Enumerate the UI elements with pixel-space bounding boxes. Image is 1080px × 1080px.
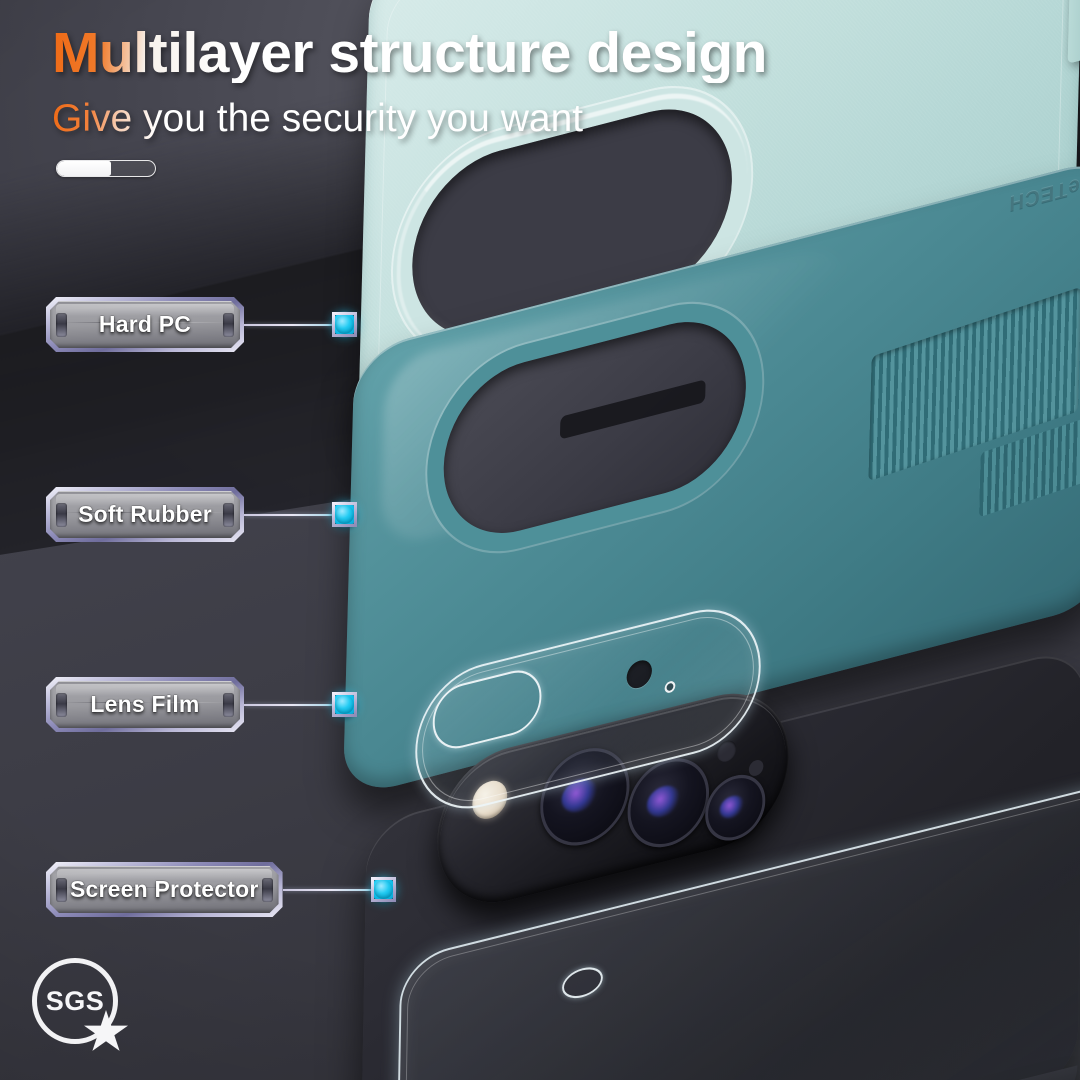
callout-lens-film[interactable]: Lens Film — [46, 677, 358, 732]
callout-leader-line-lens-film — [244, 703, 332, 706]
callout-label-screen-protector: Screen Protector — [70, 876, 259, 902]
plaque-stud-right-icon — [223, 313, 234, 337]
plaque-stud-left-icon — [56, 693, 67, 717]
plaque-stud-left-icon — [56, 313, 67, 337]
callout-soft-rubber[interactable]: Soft Rubber — [46, 487, 358, 542]
page-title: Multilayer structure design — [52, 21, 768, 85]
plaque-stud-right-icon — [262, 878, 273, 902]
progress-indicator-fill — [57, 161, 111, 177]
callout-node-soft-rubber[interactable] — [331, 501, 358, 528]
sgs-certification-badge: SGS — [32, 958, 128, 1054]
plaque-stud-left-icon — [56, 503, 67, 527]
hard-pc-side-tab — [1067, 0, 1080, 64]
callout-hard-pc[interactable]: Hard PC — [46, 297, 358, 352]
callout-plaque-hard-pc[interactable]: Hard PC — [46, 297, 244, 352]
header-block: Multilayer structure design Give you the… — [52, 21, 768, 178]
callout-plaque-inner: Soft Rubber — [50, 491, 240, 538]
callout-plaque-soft-rubber[interactable]: Soft Rubber — [46, 487, 244, 542]
callout-label-soft-rubber: Soft Rubber — [78, 501, 212, 527]
callout-node-screen-protector[interactable] — [369, 876, 397, 903]
callout-plaque-inner: Lens Film — [50, 681, 240, 728]
sgs-badge-text: SGS — [45, 985, 105, 1016]
plaque-stud-right-icon — [223, 503, 234, 527]
callout-label-lens-film: Lens Film — [90, 691, 200, 717]
callout-node-hard-pc[interactable] — [331, 311, 358, 338]
callout-plaque-inner: Hard PC — [50, 301, 240, 348]
plaque-stud-right-icon — [223, 693, 234, 717]
callout-leader-line-hard-pc — [244, 323, 332, 326]
callout-leader-line-screen-protector — [282, 888, 371, 891]
progress-indicator — [56, 160, 156, 178]
callout-screen-protector[interactable]: Screen Protector — [46, 862, 397, 917]
callout-leader-line-soft-rubber — [244, 513, 332, 516]
soft-rubber-cutout-bar — [559, 379, 706, 440]
callout-label-hard-pc: Hard PC — [98, 311, 192, 337]
callout-plaque-inner: Screen Protector — [50, 866, 279, 913]
plaque-stud-left-icon — [56, 878, 67, 902]
page-subtitle: Give you the security you want — [52, 98, 767, 140]
callout-plaque-screen-protector[interactable]: Screen Protector — [46, 862, 283, 917]
sgs-circle-icon — [32, 958, 118, 1044]
callout-plaque-lens-film[interactable]: Lens Film — [46, 677, 244, 732]
callout-node-lens-film[interactable] — [331, 691, 358, 718]
